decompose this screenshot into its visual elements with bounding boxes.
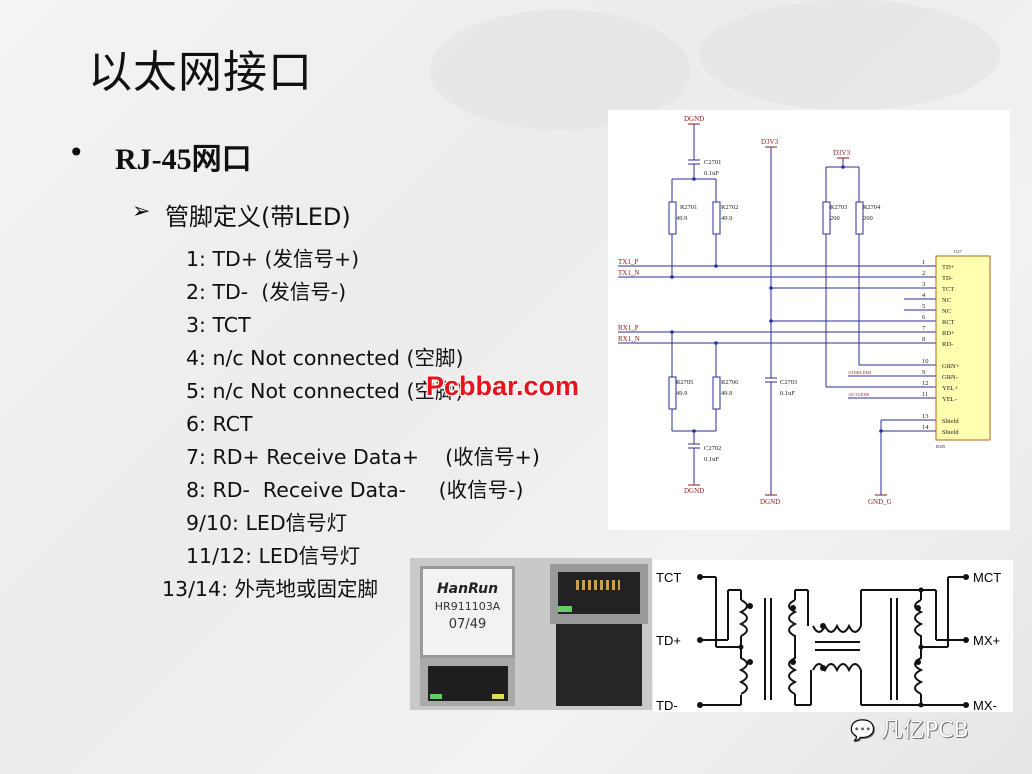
dgnd-label: DGND (684, 115, 704, 123)
heading: RJ-45网口 (115, 143, 252, 176)
component-value: 200 (863, 215, 873, 222)
sub-bullet-arrow: ➢ (132, 199, 151, 224)
pin-item: 9/10: LED信号灯 (186, 511, 348, 535)
component-value: 49.9 (721, 390, 732, 397)
connector-pin-number: 11 (922, 391, 928, 398)
component-ref: R2706 (721, 379, 739, 386)
connector-pin-name: Shield (942, 418, 959, 425)
connector-pin-name: YEL+ (942, 385, 959, 392)
connector-pin-name: Shield (942, 429, 959, 436)
pin-item: 4: n/c Not connected (空脚) (186, 346, 464, 370)
connector-pin-number: 12 (922, 380, 929, 387)
wechat-icon: 💬 (850, 718, 875, 742)
net-label: TX1_P (618, 258, 638, 266)
connector-pin-number: 9 (922, 369, 925, 376)
connector-pin-number: 7 (922, 325, 926, 332)
connector-pin-name: RD+ (942, 330, 955, 337)
connector-pin-number: 14 (922, 424, 929, 431)
dgnd-label: DGND (684, 487, 704, 495)
footer-logo-text: 凡亿PCB (880, 718, 969, 743)
pin-item: 8: RD- Receive Data- (收信号-) (186, 478, 524, 502)
component-value: 49.9 (721, 215, 732, 222)
component-value: 49.9 (676, 390, 687, 397)
mx-minus-label: MX- (973, 698, 997, 712)
connector-pin-number: 2 (922, 270, 925, 277)
sub-heading: 管脚定义(带LED) (165, 203, 351, 231)
net-label: RX1_N (618, 335, 640, 343)
connector-pin-number: 3 (922, 281, 925, 288)
connector-pin-number: 4 (922, 292, 926, 299)
tct-label: TCT (656, 570, 681, 585)
footer-logo: 💬凡亿PCB (850, 712, 969, 744)
component-ref: R2702 (721, 204, 738, 211)
jack-side (550, 564, 648, 624)
connector-pin-number: 1 (922, 259, 925, 266)
component-ref: R2704 (863, 204, 881, 211)
connector-pin-number: 8 (922, 336, 925, 343)
connector-pin-name: RD- (942, 341, 953, 348)
mx-plus-label: MX+ (973, 633, 1000, 648)
component-ref: C2703 (780, 379, 797, 386)
connector-pin-name: TD+ (942, 264, 955, 271)
component-value: 200 (830, 215, 840, 222)
jack-body (556, 624, 642, 706)
connector-pin-name: NC (942, 308, 951, 315)
d3v3-label: D3V3 (833, 149, 851, 157)
component-ref: R2703 (830, 204, 847, 211)
bullet: • (68, 136, 85, 169)
connector-pin-name: TCT (942, 286, 954, 293)
d3v3-label: D3V3 (761, 138, 779, 146)
td-minus-label: TD- (656, 698, 678, 712)
gnd-g-label: GND_G (868, 498, 892, 506)
connector-pin-name: TD- (942, 275, 953, 282)
watermark: Pcbbar.com (426, 371, 580, 401)
pin-item: 5: n/c Not connected (空脚) (186, 379, 464, 403)
component-ref: R2705 (676, 379, 693, 386)
rj45-schematic: DGND D3V3 D3V3 DGND DGND GND_G TX1_P TX1… (608, 110, 1010, 530)
pin-item: 6: RCT (186, 412, 253, 436)
connector-pin-name: YEL- (942, 396, 957, 403)
net-label: /ACTLED0 (848, 392, 870, 397)
pin-item: 13/14: 外壳地或固定脚 (162, 577, 379, 601)
pin-item: 1: TD+ (发信号+) (186, 247, 360, 271)
background-map (700, 0, 1000, 110)
part-number: HR911103A (434, 600, 501, 613)
net-label: TX1_N (618, 269, 639, 277)
dgnd-label: DGND (760, 498, 780, 506)
jack-front (420, 658, 515, 706)
connector-pin-name: GRN- (942, 374, 958, 381)
transformer-diagram: TCT TD+ TD- MCT MX+ MX- (653, 560, 1013, 713)
connector-pin-number: 10 (922, 358, 929, 365)
component-value: 49.9 (676, 215, 687, 222)
pin-item: 7: RD+ Receive Data+ (收信号+) (186, 445, 540, 469)
date-code: 07/49 (448, 617, 487, 632)
component-ref: R2701 (680, 204, 697, 211)
rj45-photo: HanRun HR911103A 07/49 (410, 558, 652, 710)
mct-label: MCT (973, 570, 1001, 585)
connector-footprint: RJ45 (936, 444, 946, 449)
connector-ref: U27 (954, 249, 962, 254)
jack-label: HanRun HR911103A 07/49 (420, 566, 515, 658)
connector-pin-name: NC (942, 297, 951, 304)
td-plus-label: TD+ (656, 633, 681, 648)
component-value: 0.1uF (704, 456, 719, 463)
rj45-connector (935, 255, 991, 441)
brand-text: HanRun (436, 581, 499, 597)
connector-pin-number: 5 (922, 303, 925, 310)
pin-item: 11/12: LED信号灯 (186, 544, 361, 568)
pin-list: 1: TD+ (发信号+) 2: TD- (发信号-) 3: TCT 4: n/… (162, 243, 540, 606)
component-ref: C2702 (704, 445, 721, 452)
pin-item: 3: TCT (186, 313, 251, 337)
connector-pin-name: RCT (942, 319, 955, 326)
net-label: RX1_P (618, 324, 639, 332)
component-value: 0.1uF (780, 390, 795, 397)
net-label: /LINKLED0 (848, 370, 872, 375)
connector-pin-number: 13 (922, 413, 929, 420)
connector-pin-number: 6 (922, 314, 926, 321)
component-ref: C2701 (704, 159, 721, 166)
pin-item: 2: TD- (发信号-) (186, 280, 347, 304)
slide-title: 以太网接口 (88, 47, 313, 98)
connector-pin-name: GRN+ (942, 363, 960, 370)
component-value: 0.1uF (704, 170, 719, 177)
